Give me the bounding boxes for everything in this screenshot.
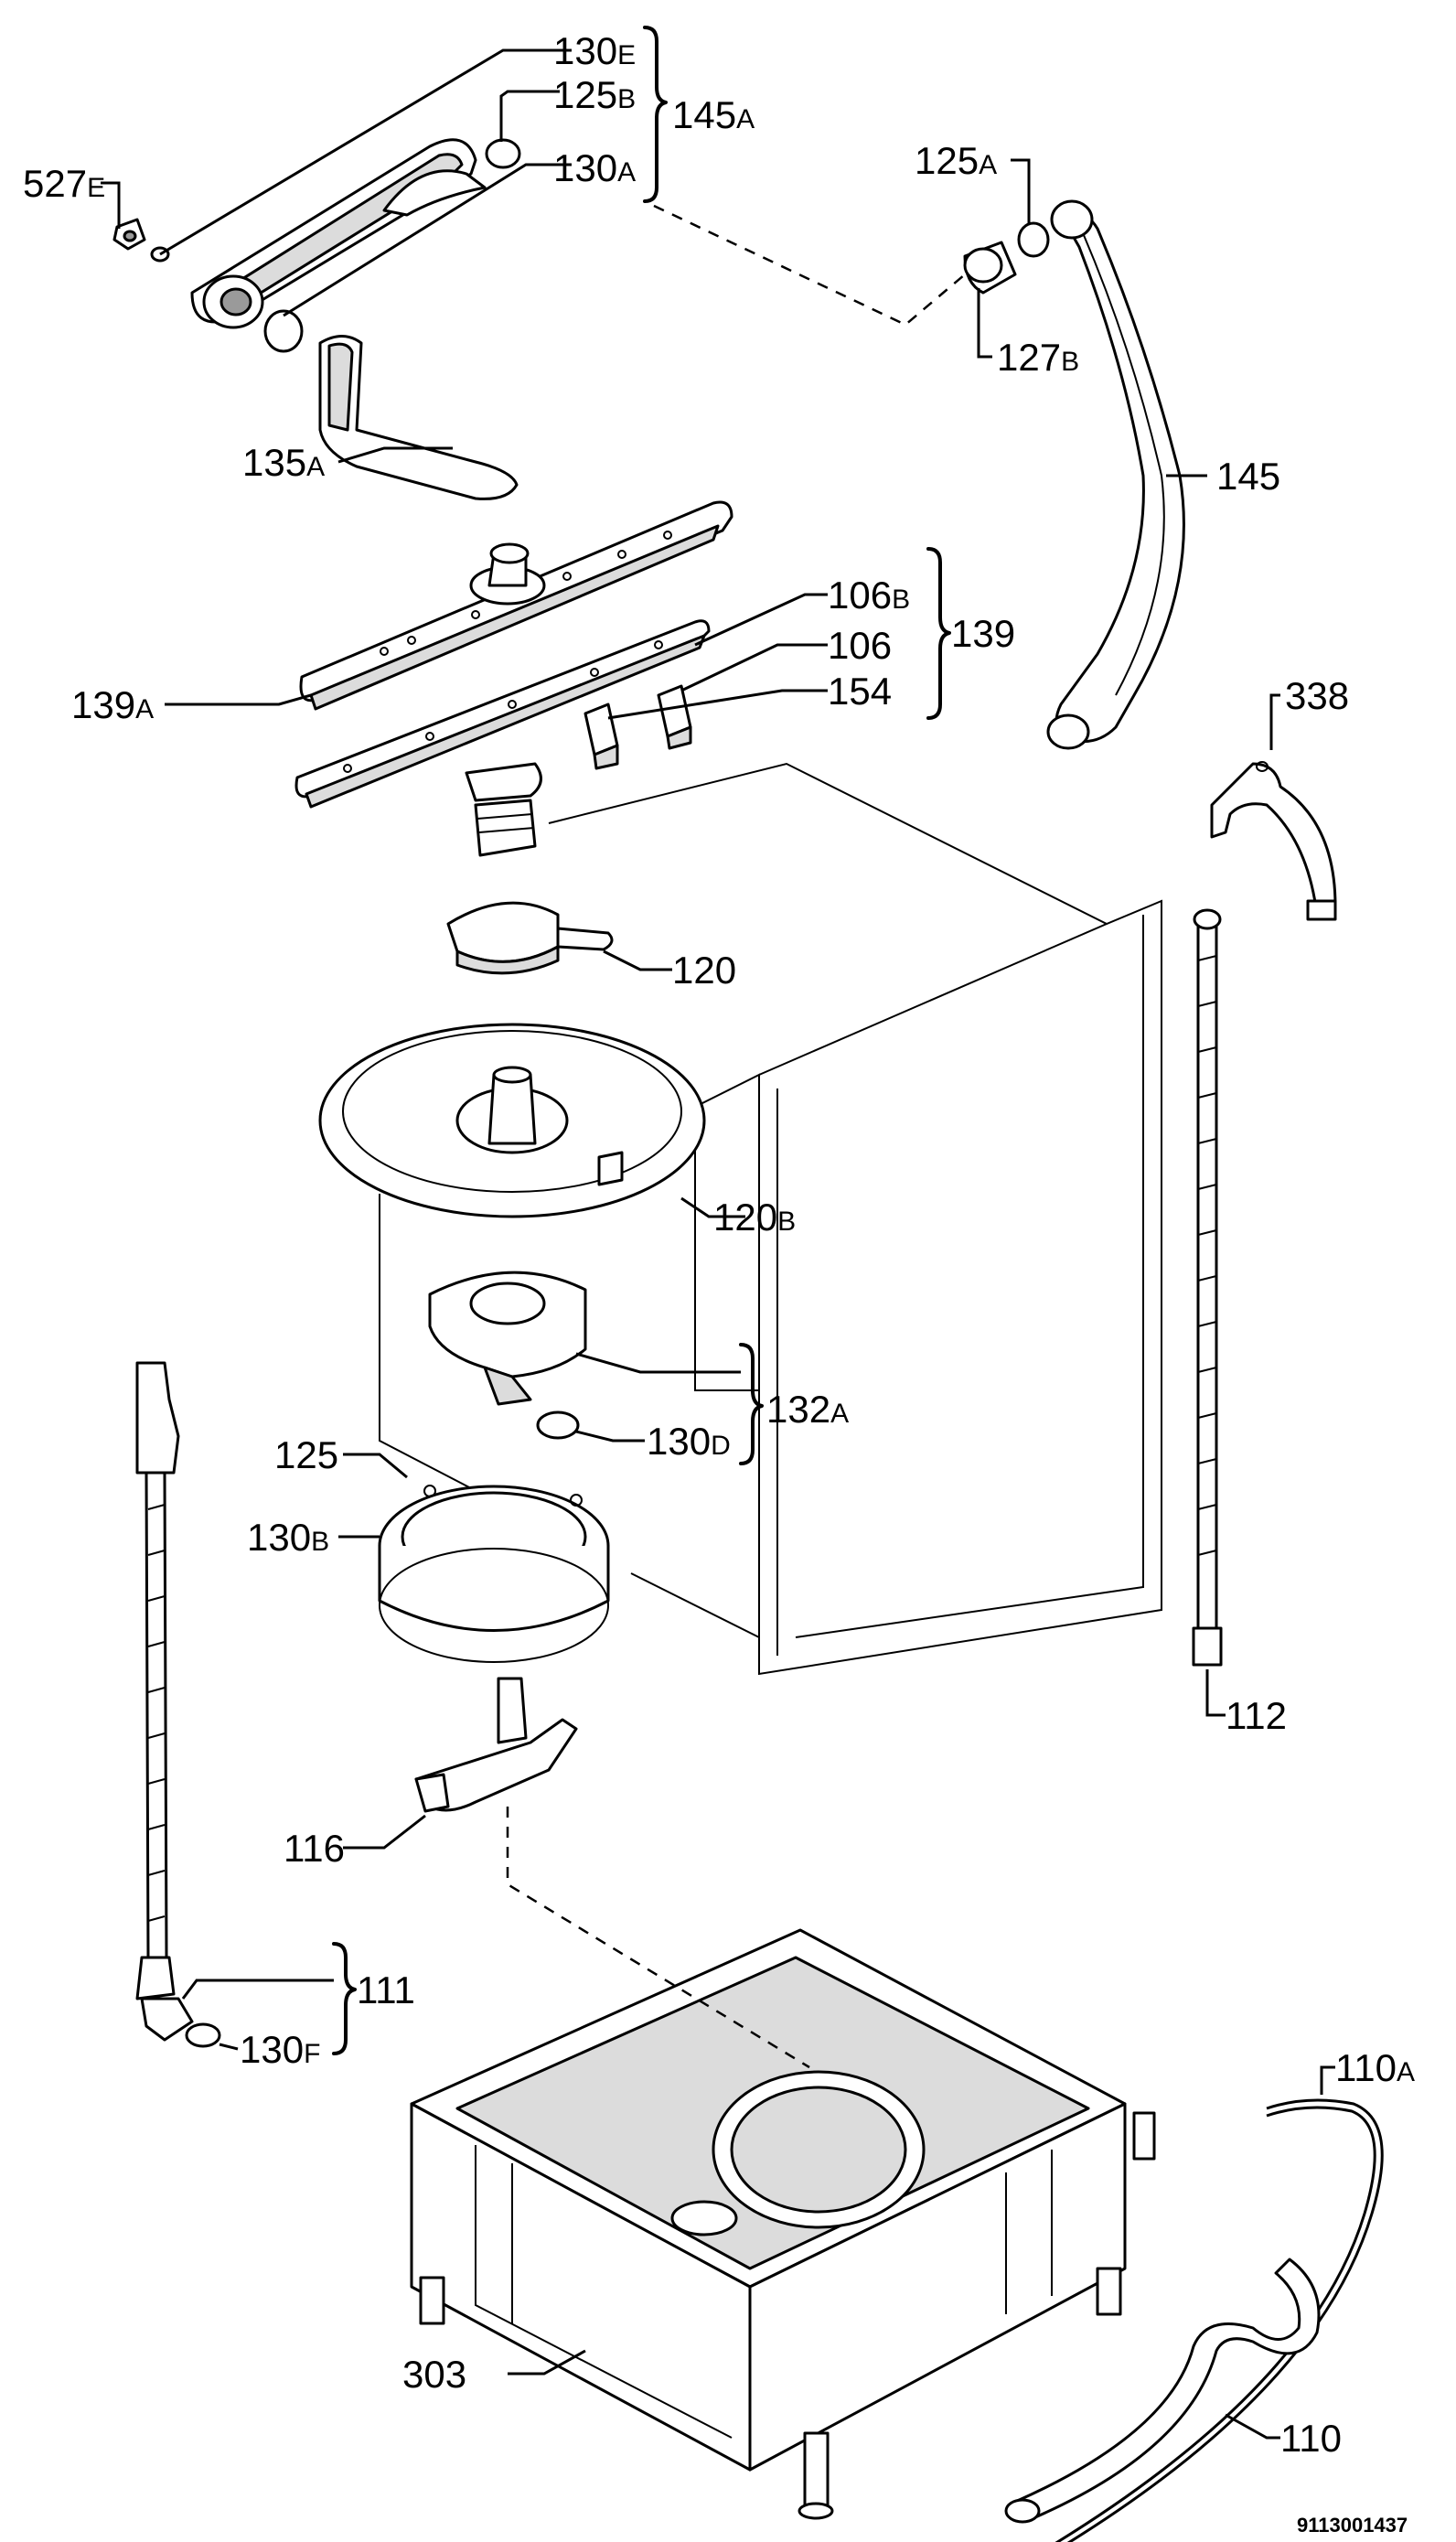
label-106b: 106B bbox=[828, 574, 910, 617]
drain-hose-112 bbox=[1192, 908, 1223, 1667]
label-130f: 130F bbox=[240, 2028, 320, 2071]
base-frame-303 bbox=[410, 1928, 1156, 2520]
upper-spray-arm-assembly bbox=[112, 138, 521, 353]
cabinet-outline bbox=[379, 762, 1162, 1676]
bracket-338 bbox=[1210, 761, 1337, 921]
braces bbox=[332, 26, 951, 2055]
spray-arm-pipe-135a bbox=[318, 335, 519, 500]
label-125b: 125B bbox=[553, 73, 636, 116]
label-338: 338 bbox=[1285, 674, 1349, 717]
valve-116 bbox=[414, 1677, 578, 1813]
drawing-code: 9113001437 bbox=[1297, 2514, 1408, 2537]
label-527e: 527E bbox=[23, 162, 105, 205]
label-130a: 130A bbox=[553, 146, 636, 189]
pump-housing-132a bbox=[428, 1271, 587, 1440]
label-130d: 130D bbox=[647, 1420, 731, 1463]
part-labels: 130E 125B 145A 130A 527E 125A 127B 145 1… bbox=[23, 29, 1415, 2460]
label-130e: 130E bbox=[553, 29, 636, 72]
label-139: 139 bbox=[951, 612, 1015, 655]
leader-lines bbox=[101, 48, 1335, 2440]
label-127b: 127B bbox=[997, 336, 1079, 379]
label-130b: 130B bbox=[247, 1516, 329, 1559]
pump-hub bbox=[465, 762, 542, 857]
label-112: 112 bbox=[1226, 1694, 1287, 1737]
inlet-hose-111 bbox=[135, 1361, 221, 2048]
label-139a: 139A bbox=[71, 683, 154, 726]
label-110a: 110A bbox=[1335, 2046, 1415, 2089]
label-120b: 120B bbox=[713, 1196, 796, 1239]
label-110: 110 bbox=[1280, 2417, 1342, 2460]
label-120: 120 bbox=[672, 949, 736, 992]
clips-106-154 bbox=[583, 684, 692, 770]
supply-pipe-145 bbox=[963, 199, 1185, 750]
label-125: 125 bbox=[274, 1433, 338, 1476]
label-125a: 125A bbox=[915, 139, 997, 182]
filter-cup-120 bbox=[446, 901, 614, 975]
hose-110a bbox=[1055, 2098, 1384, 2542]
assembly-guide-lines bbox=[506, 204, 966, 2069]
label-154: 154 bbox=[828, 670, 892, 713]
label-145a: 145A bbox=[672, 93, 755, 136]
filter-plate-120b bbox=[318, 1023, 706, 1218]
lower-spray-arm bbox=[294, 500, 733, 809]
label-116: 116 bbox=[284, 1827, 345, 1870]
hose-110 bbox=[1004, 2258, 1321, 2524]
label-111: 111 bbox=[357, 1968, 415, 2011]
label-135a: 135A bbox=[242, 441, 325, 484]
label-106: 106 bbox=[828, 624, 892, 667]
label-303: 303 bbox=[402, 2353, 466, 2396]
sump-ring-125 bbox=[378, 1485, 610, 1663]
label-145: 145 bbox=[1216, 455, 1280, 498]
spray-nozzle-dots bbox=[343, 531, 672, 773]
label-132a: 132A bbox=[766, 1388, 849, 1431]
